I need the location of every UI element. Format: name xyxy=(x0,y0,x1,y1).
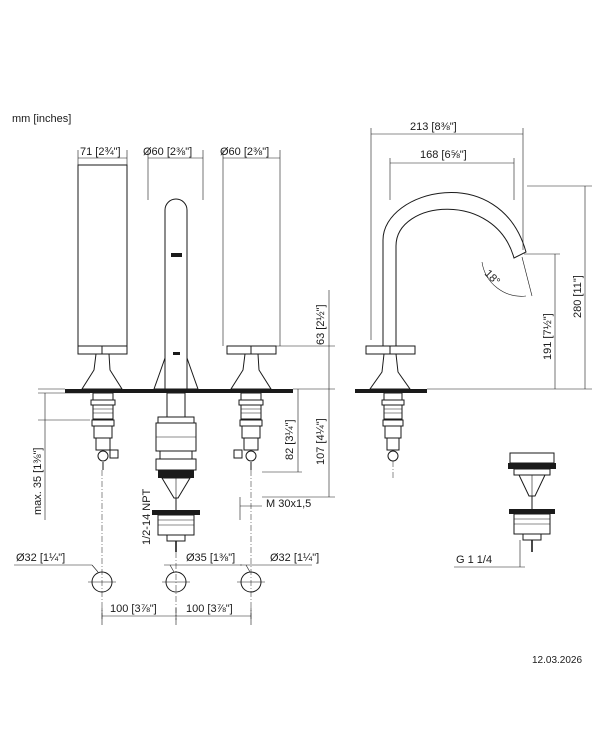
dim-spacing-right: 100 [3⅞"] xyxy=(186,603,233,615)
side-spout xyxy=(382,192,527,346)
hole-plan: Ø32 [1¼"] Ø35 [1⅜"] Ø32 [1¼"] 100 [3⅞"] … xyxy=(14,552,319,625)
drain-assembly: G 1 1/4 xyxy=(454,452,556,568)
front-view: 71 [2¾"] Ø60 [2⅜"] Ø60 [2⅜"] 63 [2½"] 82… xyxy=(14,146,335,625)
deck-plate xyxy=(65,389,293,393)
dim-reach-spout: 168 [6⅝"] xyxy=(420,149,467,161)
dim-82: 82 [3¼"] xyxy=(284,419,296,460)
dim-max-deck: max. 35 [1⅜"] xyxy=(32,448,44,516)
drawing-date: 12.03.2026 xyxy=(532,655,582,666)
side-deck-plate xyxy=(355,389,427,393)
left-handle xyxy=(77,164,128,470)
dim-spout-diameter: Ø60 [2⅜"] xyxy=(143,146,192,158)
dim-107: 107 [4¼"] xyxy=(315,418,327,465)
dim-handle-width: 71 [2¾"] xyxy=(80,146,121,158)
dim-npt-thread: 1/2-14 NPT xyxy=(141,488,153,545)
dim-hole-left: Ø32 [1¼"] xyxy=(16,552,65,564)
dim-hole-center: Ø35 [1⅜"] xyxy=(186,552,235,564)
vertical-dimensions: 63 [2½"] 82 [3¼"] 107 [4¼"] M 30x1,5 xyxy=(239,290,335,520)
dim-handle-diameter: Ø60 [2⅜"] xyxy=(220,146,269,158)
dim-m-thread: M 30x1,5 xyxy=(266,498,311,510)
dim-height-total: 280 [11"] xyxy=(572,275,584,318)
dim-angle: 18° xyxy=(482,268,502,288)
dim-hole-right: Ø32 [1¼"] xyxy=(270,552,319,564)
right-handle xyxy=(226,345,277,470)
top-dimensions: 71 [2¾"] Ø60 [2⅜"] Ø60 [2⅜"] xyxy=(77,146,281,346)
dim-handle-height: 63 [2½"] xyxy=(315,304,327,345)
units-label: mm [inches] xyxy=(12,113,71,125)
deck-thickness: max. 35 [1⅜"] 1/2-14 NPT xyxy=(32,388,153,545)
dim-reach-total: 213 [8⅜"] xyxy=(410,121,457,133)
drain-thread-label: G 1 1/4 xyxy=(456,554,492,566)
spout xyxy=(152,198,200,552)
dim-spacing-left: 100 [3⅞"] xyxy=(110,603,157,615)
side-view: 213 [8⅜"] 168 [6⅝"] 18° 191 [7½"] 280 [1… xyxy=(355,121,592,480)
dim-height-outlet: 191 [7½"] xyxy=(542,313,554,360)
